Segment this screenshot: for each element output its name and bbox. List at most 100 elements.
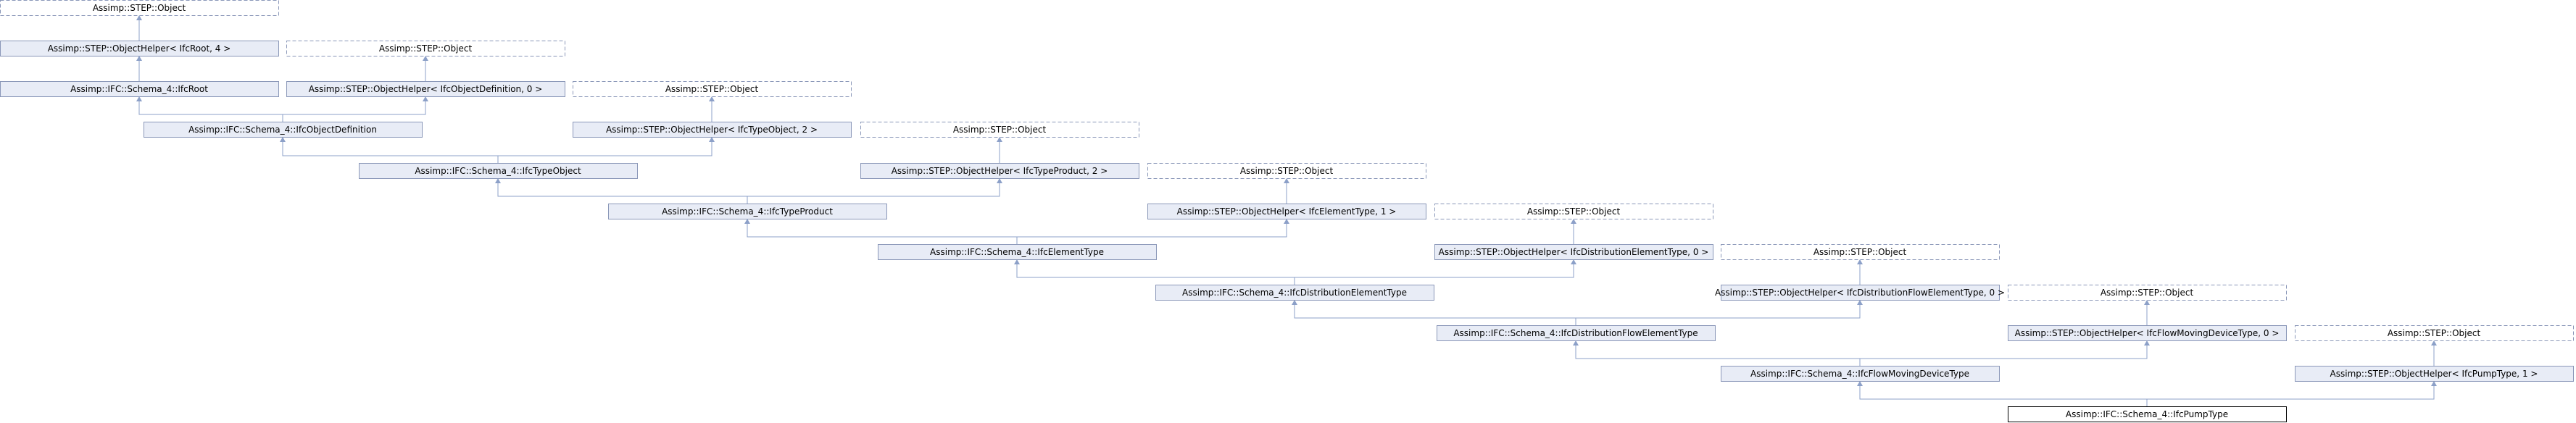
- arrowhead-obj6: [1857, 259, 1863, 264]
- class-node-oh-flowmov[interactable]: Assimp::STEP::ObjectHelper< IfcFlowMovin…: [2008, 325, 2287, 341]
- edge-typeobj-to-objdef: [282, 141, 499, 163]
- class-label: Assimp::IFC::Schema_4::IfcObjectDefiniti…: [188, 125, 377, 135]
- arrowhead-oh-flowmov: [2144, 340, 2150, 345]
- class-box: [144, 122, 423, 138]
- class-label: Assimp::STEP::Object: [953, 125, 1047, 135]
- class-node-oh-objdef[interactable]: Assimp::STEP::ObjectHelper< IfcObjectDef…: [286, 81, 565, 97]
- class-node-oh-root[interactable]: Assimp::STEP::ObjectHelper< IfcRoot, 4 >: [0, 41, 279, 56]
- class-box: [1434, 204, 1713, 219]
- class-label: Assimp::IFC::Schema_4::IfcFlowMovingDevi…: [1750, 369, 1969, 379]
- class-box: [286, 81, 565, 97]
- class-label: Assimp::STEP::ObjectHelper< IfcFlowMovin…: [2015, 328, 2280, 338]
- edge-pump-to-flowmov: [1859, 385, 2148, 406]
- class-label: Assimp::IFC::Schema_4::IfcPumpType: [2066, 409, 2228, 419]
- class-box: [1721, 285, 2000, 301]
- class-box: [0, 41, 279, 56]
- class-node-obj0[interactable]: Assimp::STEP::Object: [0, 0, 279, 16]
- arrowhead-oh-distelem: [1571, 259, 1576, 264]
- class-node-obj6[interactable]: Assimp::STEP::Object: [1721, 244, 2000, 260]
- arrowhead-obj3: [997, 137, 1002, 142]
- class-box: [1147, 163, 1426, 179]
- class-node-obj3[interactable]: Assimp::STEP::Object: [860, 122, 1139, 138]
- arrowhead-typeprod: [744, 219, 750, 224]
- class-node-obj5[interactable]: Assimp::STEP::Object: [1434, 204, 1713, 219]
- arrowhead-oh-distflow: [1857, 300, 1863, 305]
- class-box: [860, 163, 1139, 179]
- class-label: Assimp::STEP::Object: [1240, 166, 1334, 176]
- class-node-oh-distflow[interactable]: Assimp::STEP::ObjectHelper< IfcDistribut…: [1715, 285, 2005, 301]
- class-box: [0, 0, 279, 16]
- class-node-obj2[interactable]: Assimp::STEP::Object: [573, 81, 852, 97]
- class-label: Assimp::STEP::ObjectHelper< IfcObjectDef…: [309, 84, 543, 94]
- class-label: Assimp::IFC::Schema_4::IfcElementType: [930, 247, 1104, 257]
- class-label: Assimp::STEP::Object: [2101, 288, 2194, 298]
- class-box: [1434, 244, 1713, 260]
- arrowhead-obj2: [709, 96, 715, 101]
- class-label: Assimp::IFC::Schema_4::IfcRoot: [70, 84, 208, 94]
- class-label: Assimp::STEP::Object: [2388, 328, 2481, 338]
- class-label: Assimp::STEP::ObjectHelper< IfcTypeProdu…: [892, 166, 1108, 176]
- arrowhead-typeobj: [495, 178, 501, 183]
- edge-distelem-to-elemtype: [1016, 264, 1295, 285]
- class-node-distelem[interactable]: Assimp::IFC::Schema_4::IfcDistributionEl…: [1155, 285, 1434, 301]
- class-label: Assimp::STEP::Object: [379, 43, 473, 54]
- arrowhead-oh-typeprod: [997, 178, 1002, 183]
- arrowhead-distflow: [1573, 340, 1579, 345]
- class-box: [1155, 285, 1434, 301]
- class-node-distflow[interactable]: Assimp::IFC::Schema_4::IfcDistributionFl…: [1437, 325, 1716, 341]
- class-node-oh-typeprod[interactable]: Assimp::STEP::ObjectHelper< IfcTypeProdu…: [860, 163, 1139, 179]
- class-box: [2295, 366, 2574, 382]
- class-box: [1721, 366, 2000, 382]
- arrowhead-obj1: [423, 56, 428, 61]
- arrowhead-flowmov: [1857, 381, 1863, 386]
- edge-elemtype-to-typeprod: [747, 223, 1018, 244]
- edge-typeobj-to-oh-typeobj: [497, 141, 712, 163]
- class-node-obj7[interactable]: Assimp::STEP::Object: [2008, 285, 2287, 301]
- arrowhead-obj7: [2144, 300, 2150, 305]
- arrowhead-obj4: [1284, 178, 1289, 183]
- class-label: Assimp::STEP::Object: [1813, 247, 1907, 257]
- class-node-obj4[interactable]: Assimp::STEP::Object: [1147, 163, 1426, 179]
- class-label: Assimp::STEP::ObjectHelper< IfcRoot, 4 >: [48, 43, 231, 54]
- class-box: [286, 41, 565, 56]
- class-node-oh-pump[interactable]: Assimp::STEP::ObjectHelper< IfcPumpType,…: [2295, 366, 2574, 382]
- class-node-oh-distelem[interactable]: Assimp::STEP::ObjectHelper< IfcDistribut…: [1434, 244, 1713, 260]
- class-box: [2008, 325, 2287, 341]
- class-node-typeprod[interactable]: Assimp::IFC::Schema_4::IfcTypeProduct: [608, 204, 887, 219]
- edge-typeprod-to-oh-typeprod: [747, 183, 1000, 204]
- class-label: Assimp::STEP::ObjectHelper< IfcElementTy…: [1177, 206, 1397, 217]
- edge-flowmov-to-distflow: [1575, 345, 1861, 366]
- edge-pump-to-oh-pump: [2146, 385, 2435, 406]
- class-node-typeobj[interactable]: Assimp::IFC::Schema_4::IfcTypeObject: [359, 163, 638, 179]
- class-node-pump: Assimp::IFC::Schema_4::IfcPumpType: [2008, 406, 2287, 422]
- class-node-obj8[interactable]: Assimp::STEP::Object: [2295, 325, 2574, 341]
- arrowhead-obj8: [2431, 340, 2437, 345]
- arrowhead-oh-elemtype: [1284, 219, 1289, 224]
- class-node-elemtype[interactable]: Assimp::IFC::Schema_4::IfcElementType: [878, 244, 1157, 260]
- class-node-objdef[interactable]: Assimp::IFC::Schema_4::IfcObjectDefiniti…: [144, 122, 423, 138]
- class-box: [573, 81, 852, 97]
- edge-flowmov-to-oh-flowmov: [1859, 345, 2148, 366]
- arrowhead-elemtype: [1014, 259, 1020, 264]
- class-node-root[interactable]: Assimp::IFC::Schema_4::IfcRoot: [0, 81, 279, 97]
- arrowhead-distelem: [1292, 300, 1297, 305]
- class-label: Assimp::IFC::Schema_4::IfcTypeObject: [415, 166, 581, 176]
- class-label: Assimp::IFC::Schema_4::IfcDistributionEl…: [1182, 288, 1407, 298]
- class-node-obj1[interactable]: Assimp::STEP::Object: [286, 41, 565, 56]
- class-box: [359, 163, 638, 179]
- class-box: [1721, 244, 2000, 260]
- arrowhead-oh-typeobj: [709, 137, 715, 142]
- class-box: [1437, 325, 1716, 341]
- class-label: Assimp::STEP::Object: [93, 3, 186, 13]
- class-box: [573, 122, 852, 138]
- class-node-flowmov[interactable]: Assimp::IFC::Schema_4::IfcFlowMovingDevi…: [1721, 366, 2000, 382]
- class-label: Assimp::STEP::Object: [665, 84, 759, 94]
- class-label: Assimp::STEP::ObjectHelper< IfcTypeObjec…: [606, 125, 818, 135]
- class-node-oh-elemtype[interactable]: Assimp::STEP::ObjectHelper< IfcElementTy…: [1147, 204, 1426, 219]
- arrowhead-oh-pump: [2431, 381, 2437, 386]
- class-label: Assimp::IFC::Schema_4::IfcDistributionFl…: [1453, 328, 1698, 338]
- class-node-oh-typeobj[interactable]: Assimp::STEP::ObjectHelper< IfcTypeObjec…: [573, 122, 852, 138]
- edge-objdef-to-root: [138, 101, 283, 122]
